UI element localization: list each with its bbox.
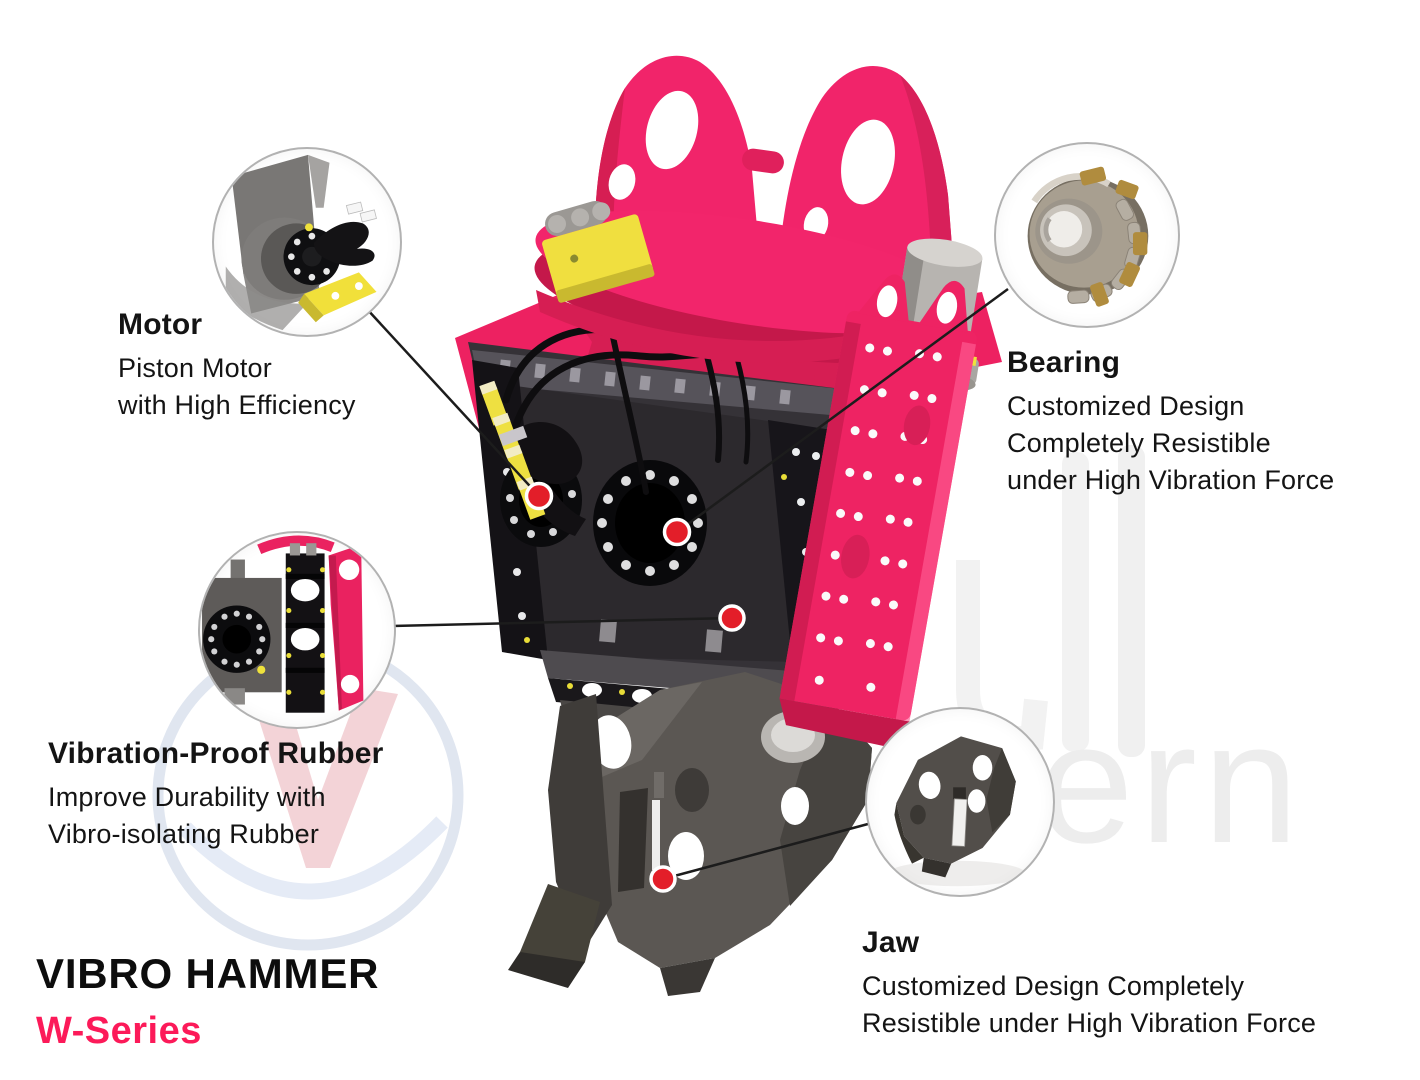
red-marker-motor <box>524 481 554 511</box>
motor-callout-line: with High Efficiency <box>118 390 356 420</box>
watermark-text: ern <box>956 445 1305 879</box>
rubber-callout-line: Improve Durability with <box>48 782 326 812</box>
bearing-callout-line: Customized Design <box>1007 391 1245 421</box>
jaw-callout-text: Jaw Customized Design Completely Resisti… <box>862 926 1316 1042</box>
callout-line-jaw <box>662 822 869 881</box>
callout-line-motor <box>365 307 540 497</box>
yellow-valve-block <box>542 200 655 303</box>
jaw-callout-circle <box>865 707 1055 897</box>
watermark-word: ern <box>1038 687 1305 879</box>
product-title: VIBRO HAMMER <box>36 950 380 997</box>
rubber-callout-text: Vibration-Proof Rubber Improve Durabilit… <box>48 737 384 853</box>
rubber-callout-heading: Vibration-Proof Rubber <box>48 737 384 770</box>
rubber-photo <box>202 535 364 713</box>
motor-callout-text: Motor Piston Motor with High Efficiency <box>118 308 356 424</box>
red-marker-jaw <box>649 865 677 893</box>
red-marker-bearing <box>662 517 692 547</box>
side-plate <box>779 274 977 749</box>
red-markers <box>524 481 746 893</box>
callout-line-rubber <box>391 616 733 628</box>
rubber-callout-circle <box>198 531 396 729</box>
motor-callout-heading: Motor <box>118 308 203 341</box>
motor-callout-line: Piston Motor <box>118 353 272 383</box>
jaw-assembly <box>508 672 872 996</box>
motor-photo <box>225 154 377 331</box>
callout-lines <box>365 287 1009 881</box>
bearing-callout-circle <box>994 142 1180 328</box>
eccentric-flange-large <box>593 460 707 586</box>
bearing-callout-heading: Bearing <box>1007 346 1121 379</box>
callout-line-bearing <box>676 287 1009 534</box>
motor-callout-circle <box>212 147 402 337</box>
brand-block: VIBRO HAMMER W-Series <box>36 950 379 1053</box>
jaw-callout-heading: Jaw <box>862 926 920 959</box>
jaw-callout-line: Resistible under High Vibration Force <box>862 1008 1317 1038</box>
bearing-photo <box>1027 166 1149 307</box>
rubber-callout-line: Vibro-isolating Rubber <box>48 819 320 849</box>
bearing-callout-line: Completely Resistible <box>1007 428 1271 458</box>
red-marker-rubber <box>718 604 746 632</box>
bearing-callout-line: under High Vibration Force <box>1007 465 1335 495</box>
bearing-callout-text: Bearing Customized Design Completely Res… <box>1007 346 1334 499</box>
jaw-callout-line: Customized Design Completely <box>862 971 1245 1001</box>
product-series: W-Series <box>36 1010 202 1052</box>
jaw-photo <box>888 736 1026 887</box>
